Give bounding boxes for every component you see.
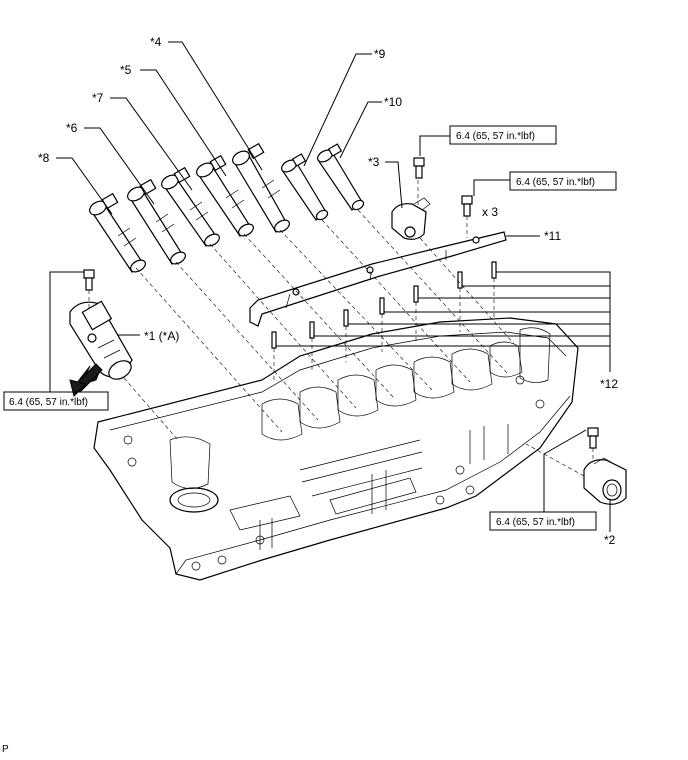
valve-body <box>93 317 579 581</box>
leader-lines <box>49 41 611 532</box>
callout-1: *1 (*A) <box>144 329 179 343</box>
solenoid-2 <box>583 457 627 505</box>
bolt-3-icon <box>413 157 425 179</box>
callout-9: *9 <box>374 47 386 61</box>
torque-value: 6.4 (65, 57 in.*lbf) <box>516 177 595 188</box>
bolt-11-icon <box>461 195 473 217</box>
valve-body-bores <box>261 341 523 441</box>
callout-5: *5 <box>120 63 132 77</box>
callout-12: *12 <box>600 377 618 391</box>
torque-box-top-right: 6.4 (65, 57 in.*lbf) <box>509 171 617 191</box>
callout-11: *11 <box>544 229 561 243</box>
solenoid-10 <box>317 143 365 211</box>
quantity-note: x 3 <box>482 205 498 219</box>
callout-3: *3 <box>368 155 380 169</box>
bolt-1-icon <box>83 269 95 291</box>
assembly-lines <box>88 180 594 477</box>
front-arrow-icon <box>69 363 103 397</box>
bolt-2-icon <box>587 427 599 449</box>
torque-box-bottom-right: 6.4 (65, 57 in.*lbf) <box>489 511 597 531</box>
callout-6: *6 <box>66 121 78 135</box>
torque-value: 6.4 (65, 57 in.*lbf) <box>9 397 88 408</box>
torque-box-left: 6.4 (65, 57 in.*lbf) <box>3 391 109 411</box>
solenoid-8 <box>89 192 146 273</box>
solenoid-7 <box>161 166 220 247</box>
solenoid-9 <box>281 153 329 221</box>
callout-4: *4 <box>150 35 162 49</box>
solenoid-3 <box>391 197 431 240</box>
footer-code: P <box>2 744 9 755</box>
solenoid-6 <box>127 178 186 265</box>
torque-box-top-center: 6.4 (65, 57 in.*lbf) <box>449 125 557 145</box>
callout-7: *7 <box>92 91 104 105</box>
torque-value: 6.4 (65, 57 in.*lbf) <box>456 131 535 142</box>
callout-10: *10 <box>384 95 402 109</box>
callout-2: *2 <box>604 533 616 547</box>
torque-value: 6.4 (65, 57 in.*lbf) <box>496 517 575 528</box>
callout-8: *8 <box>38 151 50 165</box>
solenoid-1 <box>69 300 133 380</box>
